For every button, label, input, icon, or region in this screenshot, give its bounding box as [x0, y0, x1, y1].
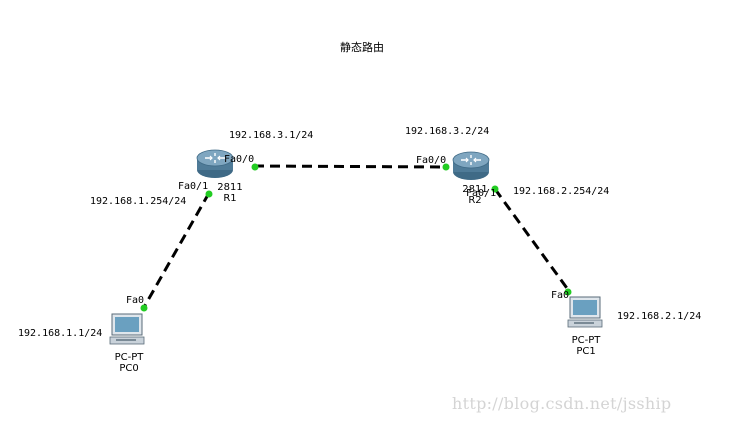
port-label-pc1-fa0: Fa0: [551, 290, 570, 301]
device-label-r1: 2811 R1: [215, 182, 245, 204]
router-icon[interactable]: [452, 151, 490, 180]
device-label-r2: 2811 R2: [460, 184, 490, 206]
ip-label-r2-fa00: 192.168.3.2/24: [405, 126, 490, 137]
device-name: R1: [223, 193, 237, 204]
port-status-dot: [564, 288, 572, 296]
port-label-pc0-fa0: Fa0: [126, 295, 145, 306]
device-label-pc0: PC-PT PC0: [106, 352, 152, 374]
port-status-dot: [140, 304, 148, 312]
ip-label-pc0: 192.168.1.1/24: [18, 328, 103, 339]
device-name: R2: [468, 195, 482, 206]
device-name: PC0: [119, 363, 139, 374]
device-name: PC1: [576, 346, 596, 357]
device-model: 2811: [462, 184, 488, 195]
pc-icon[interactable]: [109, 313, 145, 345]
pc-icon[interactable]: [567, 296, 603, 328]
link-r1-r2: [253, 164, 448, 169]
port-label-r2-fa01: Fa0/1: [466, 188, 497, 199]
port-status-dot: [491, 185, 499, 193]
link-r1-pc0: [141, 192, 211, 310]
device-model: PC-PT: [571, 335, 601, 346]
diagram-title: 静态路由: [340, 41, 384, 54]
port-status-dot: [442, 163, 450, 171]
port-label-r1-fa01: Fa0/1: [178, 181, 209, 192]
device-model: 2811: [217, 182, 243, 193]
port-status-dot: [205, 190, 213, 198]
port-label-r2-fa00: Fa0/0: [416, 155, 447, 166]
ip-label-r1-fa01: 192.168.1.254/24: [90, 196, 187, 207]
port-label-r1-fa00: Fa0/0: [224, 154, 255, 165]
port-status-dot: [251, 163, 259, 171]
router-icon[interactable]: [196, 149, 234, 178]
watermark: http://blog.csdn.net/jsship: [452, 394, 672, 413]
device-model: PC-PT: [114, 352, 144, 363]
link-r2-pc1: [493, 188, 571, 292]
ip-label-pc1: 192.168.2.1/24: [617, 311, 702, 322]
ip-label-r2-fa01: 192.168.2.254/24: [513, 186, 610, 197]
ip-label-r1-fa00: 192.168.3.1/24: [229, 130, 314, 141]
device-label-pc1: PC-PT PC1: [563, 335, 609, 357]
